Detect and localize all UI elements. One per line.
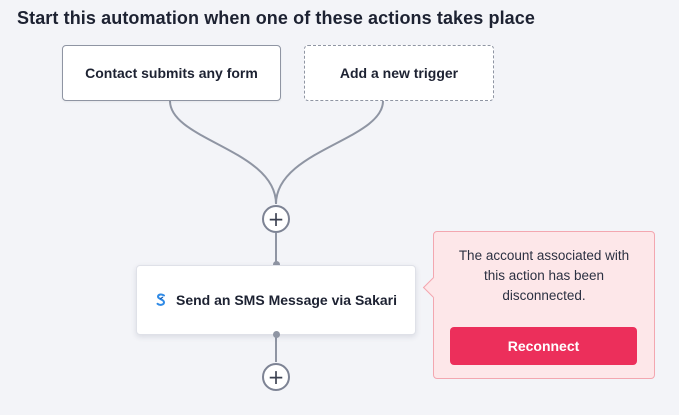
reconnect-label: Reconnect xyxy=(507,338,580,354)
add-step-button-bottom[interactable]: + xyxy=(262,363,290,391)
action-send-sms-sakari[interactable]: Send an SMS Message via Sakari xyxy=(136,265,416,335)
add-trigger-label: Add a new trigger xyxy=(339,65,459,81)
trigger-contact-submits-form[interactable]: Contact submits any form xyxy=(62,45,281,101)
trigger-label: Contact submits any form xyxy=(85,65,258,81)
add-trigger-button[interactable]: Add a new trigger xyxy=(304,45,494,101)
connector-dot xyxy=(273,331,280,338)
sakari-logo-icon xyxy=(156,293,166,306)
plus-icon: + xyxy=(267,365,285,389)
connector-dot xyxy=(273,261,280,268)
alert-message: The account associated with this action … xyxy=(458,248,630,303)
disconnected-alert: The account associated with this action … xyxy=(422,231,655,379)
automation-heading: Start this automation when one of these … xyxy=(17,8,536,28)
reconnect-button[interactable]: Reconnect xyxy=(450,327,637,365)
plus-icon: + xyxy=(267,207,285,231)
alert-pointer xyxy=(422,276,445,299)
action-label: Send an SMS Message via Sakari xyxy=(176,292,397,308)
add-step-button-top[interactable]: + xyxy=(262,205,290,233)
connector-add-trigger xyxy=(275,100,384,205)
connector-form-trigger xyxy=(169,100,277,205)
